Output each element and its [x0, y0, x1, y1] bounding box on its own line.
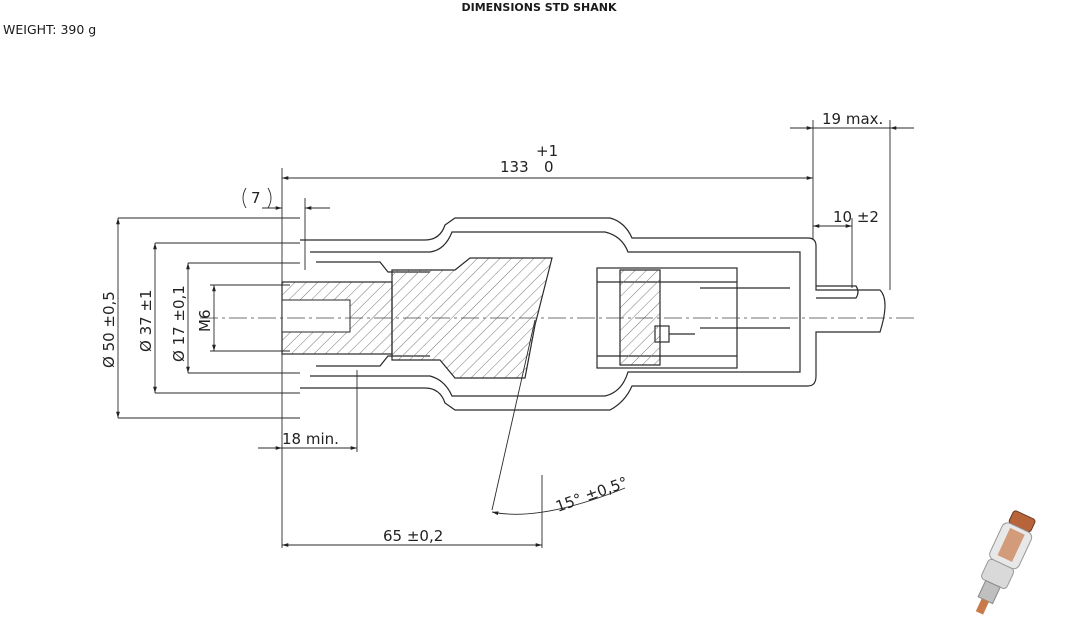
- label-dia-17: Ø 17 ±0,1: [170, 285, 188, 362]
- label-dia-37: Ø 37 ±1: [137, 289, 155, 352]
- label-133-tol-upper: +1: [536, 142, 558, 160]
- outer-body-outline: [300, 217, 886, 411]
- label-18-min: 18 min.: [282, 430, 339, 448]
- spark-plug-style-component-icon: [975, 510, 1036, 615]
- label-65: 65 ±0,2: [383, 527, 443, 545]
- label-dia-50: Ø 50 ±0,5: [100, 291, 118, 368]
- label-133-tol-lower: 0: [544, 158, 554, 176]
- page-title: DIMENSIONS STD SHANK: [461, 1, 617, 14]
- label-10: 10 ±2: [833, 208, 879, 226]
- label-angle-15: 15° ±0,5°: [553, 473, 630, 516]
- dimension-labels: 133 +1 0 7 19 max. 10 ±2 Ø 50 ±0,5 Ø 37 …: [100, 110, 883, 545]
- label-m6: M6: [196, 310, 214, 333]
- label-ref-7: 7: [251, 189, 261, 207]
- label-19-max: 19 max.: [822, 110, 883, 128]
- dimension-lines: [116, 120, 914, 548]
- weight-label: WEIGHT: 390 g: [3, 22, 97, 37]
- label-133: 133: [500, 158, 529, 176]
